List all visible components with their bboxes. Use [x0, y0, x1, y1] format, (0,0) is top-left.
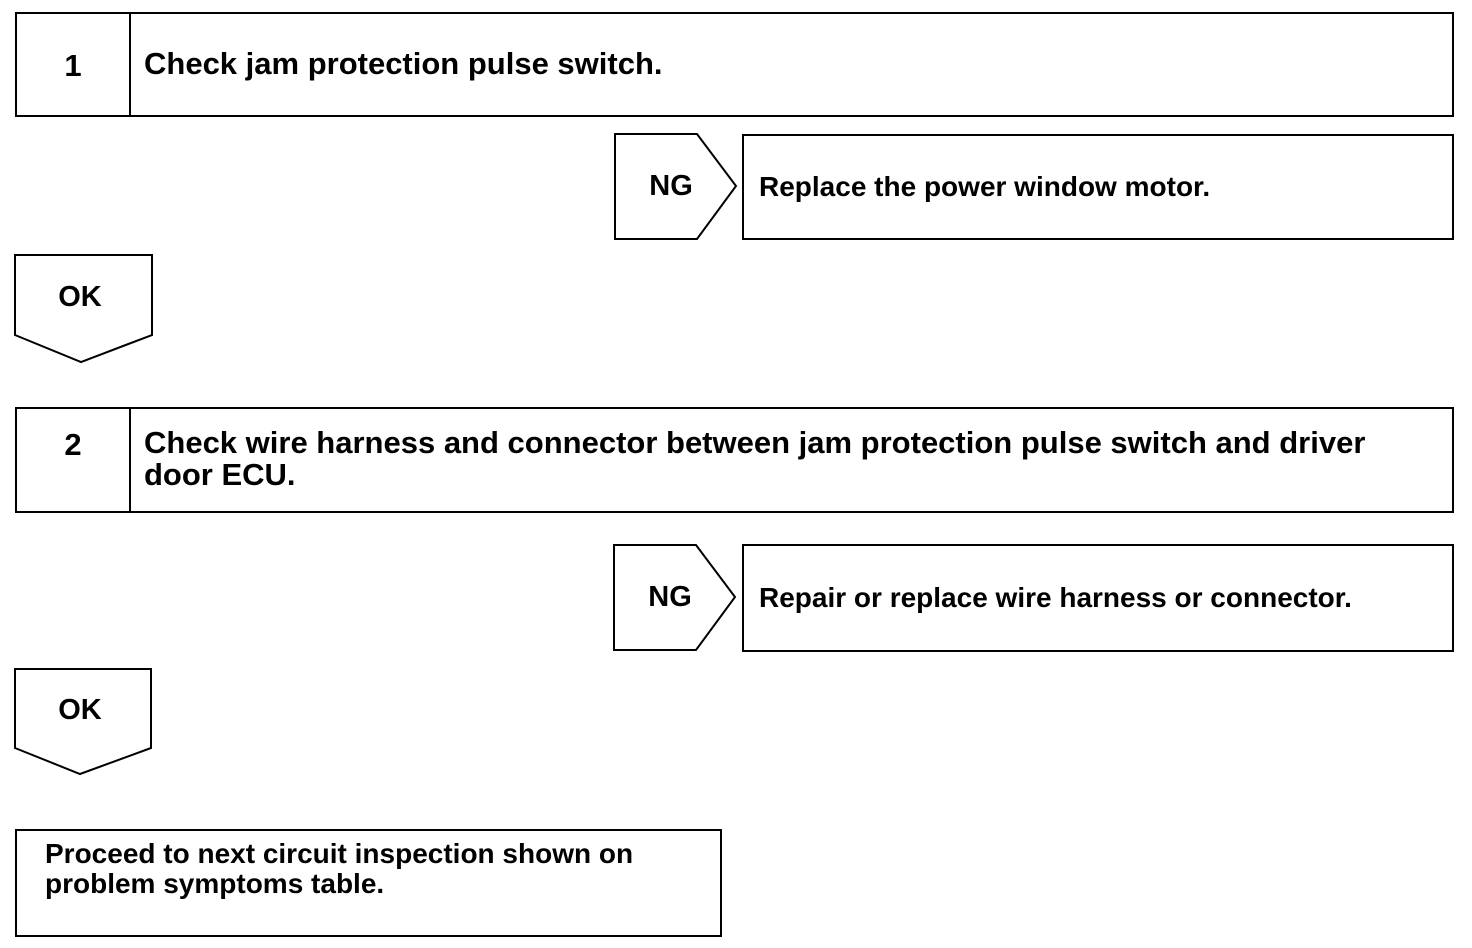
ok-arrow-2: [14, 668, 152, 776]
ng-label-2: NG: [648, 581, 692, 613]
ng-arrow-1: [614, 133, 738, 240]
ng-result-2-box: Repair or replace wire harness or connec…: [742, 544, 1454, 652]
final-text: Proceed to next circuit inspection shown…: [45, 838, 634, 899]
ok-label-1: OK: [58, 281, 102, 313]
ng-result-1-text: Replace the power window motor.: [759, 171, 1211, 202]
step-2-box: 2 Check wire harness and connector betwe…: [15, 407, 1454, 513]
ok-label-2: OK: [58, 694, 102, 726]
ok-arrow-1: [14, 254, 153, 364]
step-1-number: 1: [17, 14, 131, 115]
step-1-box: 1 Check jam protection pulse switch.: [15, 12, 1454, 117]
ng-arrow-2: [613, 544, 737, 651]
ng-result-1-box: Replace the power window motor.: [742, 134, 1454, 240]
ng-label-1: NG: [649, 170, 693, 202]
ng-result-2-text: Repair or replace wire harness or connec…: [759, 582, 1352, 613]
final-box: Proceed to next circuit inspection shown…: [15, 829, 722, 937]
step-1-text: Check jam protection pulse switch.: [144, 46, 663, 81]
step-2-text: Check wire harness and connector between…: [144, 425, 1366, 492]
step-2-number: 2: [17, 409, 131, 511]
